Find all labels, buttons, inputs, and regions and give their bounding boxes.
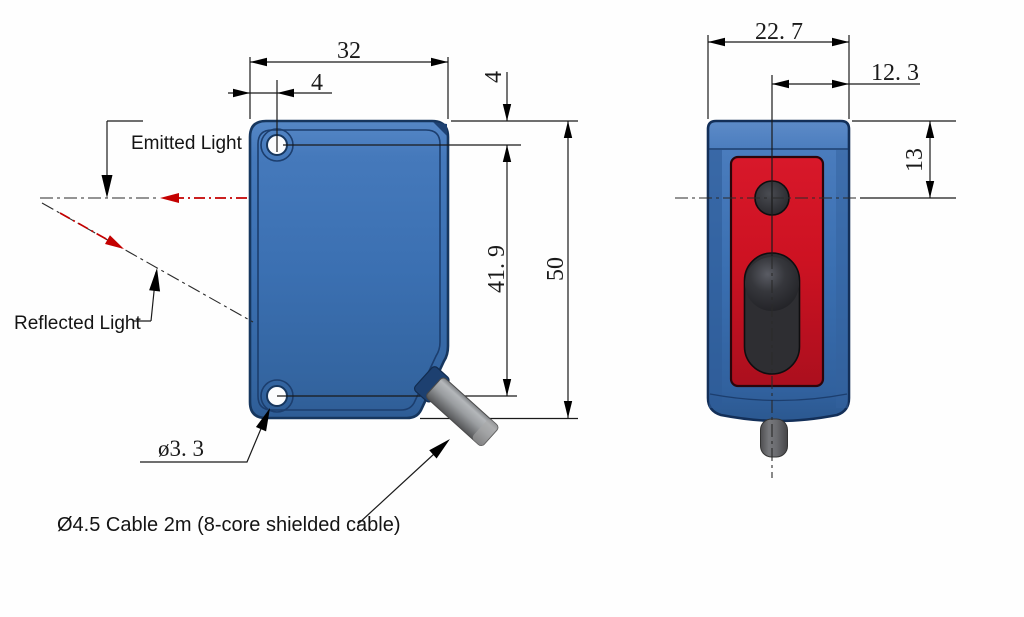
reflected-beam-axis bbox=[41, 202, 254, 323]
reflected-leader-arrow bbox=[149, 267, 163, 292]
annotation-text: 32 4 4 41. 9 50 22. 7 12. 3 13 Emitted L… bbox=[14, 19, 928, 536]
emitted-leader-arrow bbox=[101, 175, 113, 198]
dim-text-13: 13 bbox=[902, 148, 928, 172]
side-shade-left bbox=[709, 150, 722, 408]
sensor-housing-front bbox=[248, 119, 450, 420]
cable-leader bbox=[357, 441, 448, 525]
reflected-beam-arrow bbox=[105, 235, 127, 254]
side-view-body bbox=[706, 119, 851, 423]
light-beams bbox=[40, 120, 254, 323]
hole-diameter-label: ø3. 3 bbox=[158, 436, 204, 461]
emitted-beam-arrow bbox=[160, 193, 179, 203]
cable-side bbox=[760, 418, 788, 458]
callout-leaders bbox=[140, 405, 454, 525]
emitted-light-label: Emitted Light bbox=[131, 133, 243, 154]
reflected-light-label: Reflected Light bbox=[14, 313, 141, 334]
bottom-bevel-line bbox=[709, 393, 848, 402]
reflected-beam-red bbox=[59, 212, 109, 241]
front-view-body bbox=[248, 119, 450, 420]
cable-front bbox=[413, 366, 499, 447]
corner-shade bbox=[433, 122, 447, 136]
housing-inner-contour bbox=[257, 129, 441, 411]
cable-spec-label: Ø4.5 Cable 2m (8-core shielded cable) bbox=[57, 514, 401, 536]
dim-text-22-7: 22. 7 bbox=[755, 19, 803, 45]
dim-text-12-3: 12. 3 bbox=[871, 60, 919, 86]
dimension-lines bbox=[228, 35, 956, 418]
cable-end-cap bbox=[472, 419, 498, 446]
dim-text-4v: 4 bbox=[481, 71, 507, 83]
dim-text-32: 32 bbox=[337, 38, 361, 64]
dim-text-4h: 4 bbox=[311, 70, 323, 96]
dim-text-41-9: 41. 9 bbox=[484, 245, 510, 293]
side-shade-right bbox=[836, 150, 848, 408]
dim-text-50: 50 bbox=[543, 257, 569, 281]
